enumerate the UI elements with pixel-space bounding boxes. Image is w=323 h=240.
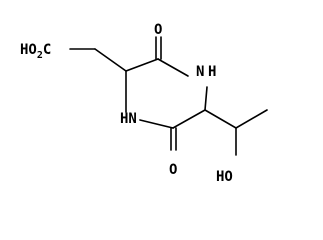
bonds — [69, 36, 268, 156]
ring-nh-right-h: H — [208, 64, 216, 80]
carbonyl-top-label: O — [154, 22, 162, 38]
bond-sidechain-methyl — [235, 109, 268, 129]
hydroxyl-label: HO — [216, 169, 233, 185]
ring-nh-left-label: HN — [120, 111, 137, 127]
ring-nh-right-n: N — [196, 64, 204, 80]
bond-ring-c1-c2 — [125, 58, 159, 72]
bond-ring-c4-nh — [139, 119, 174, 129]
atom-labels: HO2C O O N H HN HO — [20, 22, 233, 185]
bond-ring-n-c3 — [204, 86, 208, 111]
carboxylic-acid-label: HO2C — [20, 42, 51, 61]
bond-ring-c2-n — [157, 58, 189, 77]
bond-ring-c3-c4 — [172, 109, 206, 129]
carbonyl-bottom-label: O — [169, 162, 177, 178]
bond-ch2-ring — [94, 48, 127, 72]
chemical-structure: HO2C O O N H HN HO — [20, 22, 268, 185]
bond-ring-sidechain — [204, 109, 237, 129]
